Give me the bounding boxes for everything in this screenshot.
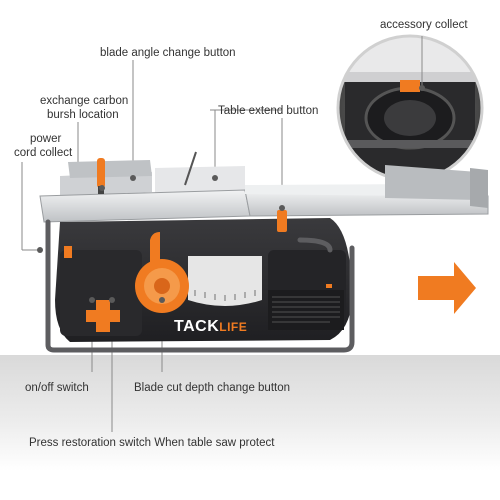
side-accent [64, 246, 72, 258]
blade-depth-knob [135, 232, 189, 313]
table-extend-knob [277, 210, 287, 232]
label-exchange-carbon-1: exchange carbon [40, 95, 129, 107]
brand-name-part1: TACK [174, 318, 220, 335]
label-exchange-carbon-2: bursh location [47, 109, 119, 121]
label-power-cord-2: cord collect [14, 147, 73, 159]
table-top [39, 151, 489, 223]
arrow-right-icon [418, 262, 476, 314]
brand-logo: TACKLIFE [174, 318, 247, 336]
label-table-extend: Table extend button [218, 105, 319, 117]
label-blade-depth: Blade cut depth change button [134, 382, 291, 394]
label-blade-angle: blade angle change button [100, 47, 236, 59]
saw-body [55, 218, 352, 342]
saw-frame [45, 219, 355, 353]
accessory-zoom-circle [336, 34, 484, 182]
label-press-restoration: Press restoration switch When table saw … [29, 437, 275, 449]
floor-gradient [0, 355, 500, 500]
brand-name-part2: LIFE [219, 320, 248, 334]
label-accessory-collect: accessory collect [380, 19, 468, 31]
label-on-off: on/off switch [25, 382, 89, 394]
power-switch [86, 300, 120, 332]
label-power-cord-1: power [30, 133, 62, 145]
callout-dots [37, 85, 425, 303]
